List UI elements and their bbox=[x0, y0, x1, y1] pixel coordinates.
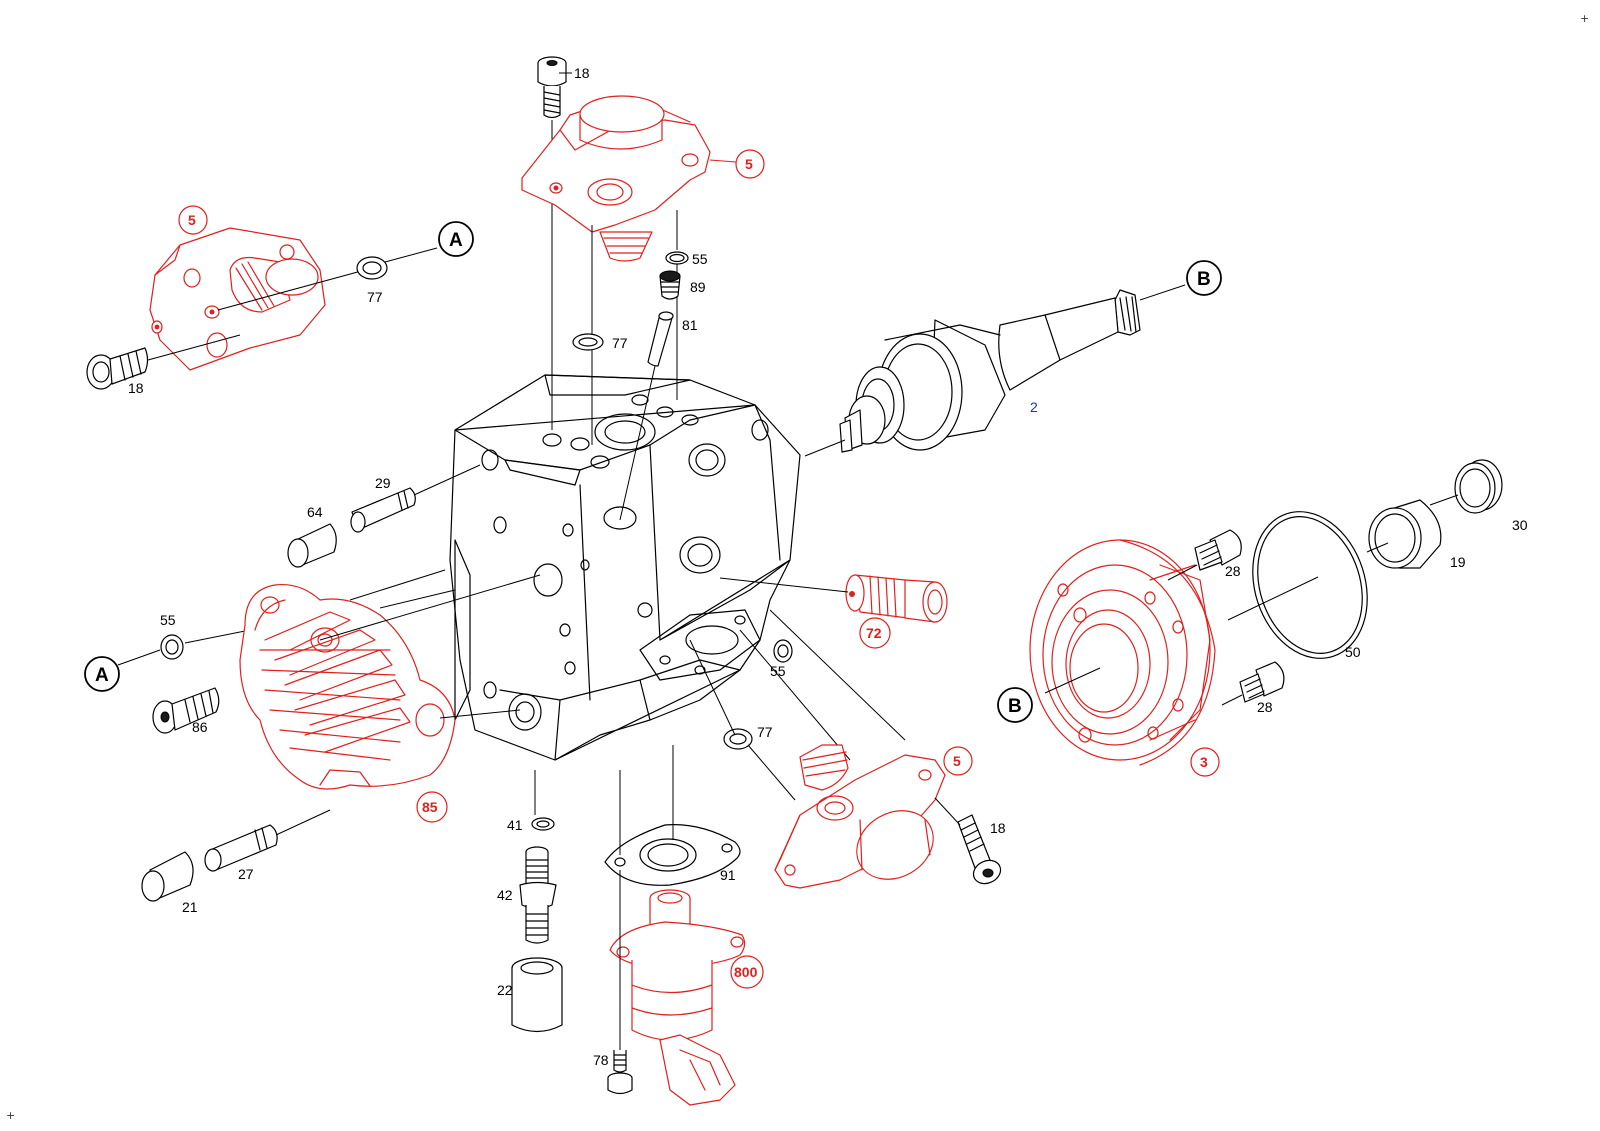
label-55-right: 55 bbox=[770, 663, 786, 679]
label-3: 3 bbox=[1200, 754, 1208, 770]
drive-shaft bbox=[839, 289, 1141, 453]
label-41: 41 bbox=[507, 817, 523, 833]
callout-b-top bbox=[1186, 260, 1222, 296]
callout-a-top bbox=[438, 221, 474, 257]
label-21: 21 bbox=[182, 899, 198, 915]
label-77-right: 77 bbox=[757, 724, 773, 740]
label-85: 85 bbox=[422, 799, 438, 815]
corner-mark-bottom-left: + bbox=[6, 1109, 15, 1122]
ring-30 bbox=[1454, 459, 1503, 514]
part-81 bbox=[647, 311, 674, 367]
callout-b-bottom-letter: B bbox=[1008, 696, 1022, 717]
label-18-right: 18 bbox=[990, 820, 1006, 836]
label-5-right: 5 bbox=[953, 753, 961, 769]
fitting-42 bbox=[519, 846, 557, 944]
label-91: 91 bbox=[720, 867, 736, 883]
label-18-left: 18 bbox=[128, 380, 144, 396]
fitting-72 bbox=[845, 574, 948, 623]
label-77-left: 77 bbox=[367, 289, 383, 305]
label-86: 86 bbox=[192, 719, 208, 735]
label-89: 89 bbox=[690, 279, 706, 295]
label-78: 78 bbox=[593, 1052, 609, 1068]
screw-28-lower bbox=[1239, 661, 1285, 703]
part-29 bbox=[350, 487, 416, 533]
pressure-valve-flange-top bbox=[521, 95, 711, 262]
callout-b-bottom bbox=[997, 687, 1033, 723]
label-5-left: 5 bbox=[188, 212, 196, 228]
label-18-top: 18 bbox=[574, 65, 590, 81]
label-27: 27 bbox=[238, 866, 254, 882]
label-72: 72 bbox=[866, 625, 882, 641]
pump-housing bbox=[449, 374, 801, 761]
screw-18-left bbox=[86, 347, 149, 390]
washer-77-top bbox=[572, 333, 604, 351]
washer-55-top bbox=[665, 251, 689, 265]
screw-78 bbox=[607, 1050, 633, 1095]
label-5-top: 5 bbox=[745, 156, 753, 172]
callout-b-top-letter: B bbox=[1197, 269, 1211, 290]
sleeve-22 bbox=[511, 957, 563, 1033]
pressure-valve-flange-left bbox=[149, 227, 326, 371]
screw-28-upper bbox=[1194, 529, 1242, 571]
label-29: 29 bbox=[375, 475, 391, 491]
label-2: 2 bbox=[1030, 399, 1038, 415]
washer-77-left bbox=[356, 256, 388, 280]
label-800: 800 bbox=[734, 964, 758, 980]
label-22: 22 bbox=[497, 982, 513, 998]
label-81: 81 bbox=[682, 317, 698, 333]
label-77-top: 77 bbox=[612, 335, 628, 351]
washer-55-left bbox=[160, 634, 184, 660]
metering-valve-800 bbox=[609, 889, 746, 1106]
label-28-lower: 28 bbox=[1257, 699, 1273, 715]
callout-a-top-letter: A bbox=[449, 230, 463, 251]
gasket-91 bbox=[604, 824, 741, 886]
label-28-upper: 28 bbox=[1225, 563, 1241, 579]
screw-18-right bbox=[957, 814, 1002, 885]
screw-18-top bbox=[537, 56, 567, 119]
part-21 bbox=[141, 851, 194, 902]
sleeve-19 bbox=[1368, 499, 1442, 569]
screw-86 bbox=[152, 687, 220, 734]
callout-a-bottom bbox=[84, 656, 120, 692]
label-42: 42 bbox=[497, 887, 513, 903]
washer-41 bbox=[531, 817, 555, 831]
callout-a-bottom-letter: A bbox=[95, 665, 109, 686]
part-89 bbox=[659, 270, 681, 300]
label-64: 64 bbox=[307, 504, 323, 520]
label-50: 50 bbox=[1345, 644, 1361, 660]
label-55-left: 55 bbox=[160, 612, 176, 628]
pump-cover-85 bbox=[239, 583, 456, 790]
part-27 bbox=[204, 824, 278, 872]
o-ring-50 bbox=[1252, 511, 1368, 659]
pressure-valve-flange-right bbox=[774, 744, 946, 889]
corner-mark-top-right: + bbox=[1580, 12, 1589, 25]
washer-77-right bbox=[723, 728, 753, 750]
washer-55-right bbox=[773, 639, 793, 663]
label-30: 30 bbox=[1512, 517, 1528, 533]
label-19: 19 bbox=[1450, 554, 1466, 570]
part-64 bbox=[287, 523, 337, 568]
label-55-top: 55 bbox=[692, 251, 708, 267]
mounting-flange-3 bbox=[1029, 539, 1216, 766]
